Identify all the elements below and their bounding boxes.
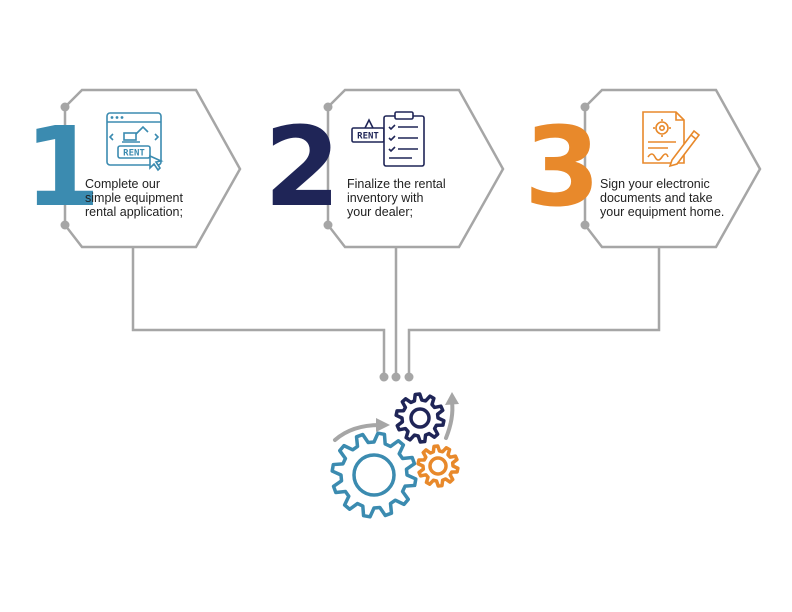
step-3-number: 3 xyxy=(524,103,601,231)
step-1-line: simple equipment xyxy=(85,191,183,205)
rent-browser-icon xyxy=(106,112,164,172)
step-1-line: Complete our xyxy=(85,177,161,191)
arrow-head xyxy=(445,392,459,405)
arrow-head xyxy=(376,418,390,432)
connector-dots xyxy=(379,372,414,382)
connector-dot xyxy=(379,372,389,382)
small-gear-icon xyxy=(416,444,460,488)
step-1-line: rental application; xyxy=(85,205,183,219)
gear-outline xyxy=(330,431,418,519)
gear-hole xyxy=(428,456,448,476)
hexagon-dot xyxy=(60,102,70,112)
connector-dot xyxy=(404,372,414,382)
hexagon-dot xyxy=(60,220,70,230)
hexagon-dot xyxy=(323,102,333,112)
step-2-line: Finalize the rental xyxy=(347,177,446,191)
step-2-number: 2 xyxy=(264,103,341,231)
gears-icon xyxy=(330,392,460,519)
hexagon-dot xyxy=(580,220,590,230)
rent-checklist-icon xyxy=(351,111,425,167)
step-2-description: Finalize the rental inventory with your … xyxy=(347,177,446,219)
signed-document-icon xyxy=(642,111,701,168)
curved-arrow-icon xyxy=(333,423,382,442)
hexagon-dot xyxy=(580,102,590,112)
step-1: 1 RENT xyxy=(24,88,242,249)
connector-step-1 xyxy=(131,248,386,375)
step-2-line: inventory with xyxy=(347,191,424,205)
connector-step-3 xyxy=(407,248,661,375)
step-3-line: documents and take xyxy=(600,191,713,205)
large-gear-icon xyxy=(330,431,418,519)
gear-outline xyxy=(394,392,446,444)
step-1-description: Complete our simple equipment rental app… xyxy=(85,177,183,219)
hexagon-dot xyxy=(323,220,333,230)
rent-badge: RENT xyxy=(123,149,145,159)
step-2-line: your dealer; xyxy=(347,205,414,219)
step-3: 3 xyxy=(524,88,762,249)
gear-hole xyxy=(409,407,431,429)
step-3-description: Sign your electronic documents and take … xyxy=(600,177,724,219)
step-3-line: your equipment home. xyxy=(600,205,725,219)
gear-hole xyxy=(352,453,396,497)
step-2: 2 RENT xyxy=(264,88,505,249)
small-gear-icon xyxy=(394,392,446,444)
step-1-number: 1 xyxy=(24,103,101,231)
step-3-line: Sign your electronic xyxy=(600,177,710,191)
gear-outline xyxy=(416,444,460,488)
step-2-hexagon xyxy=(326,88,505,249)
rent-sign: RENT xyxy=(357,132,379,142)
step-3-hexagon xyxy=(583,88,762,249)
connector-dot xyxy=(391,372,401,382)
curved-arrow-icon xyxy=(444,400,455,440)
connector-lines xyxy=(131,248,661,375)
